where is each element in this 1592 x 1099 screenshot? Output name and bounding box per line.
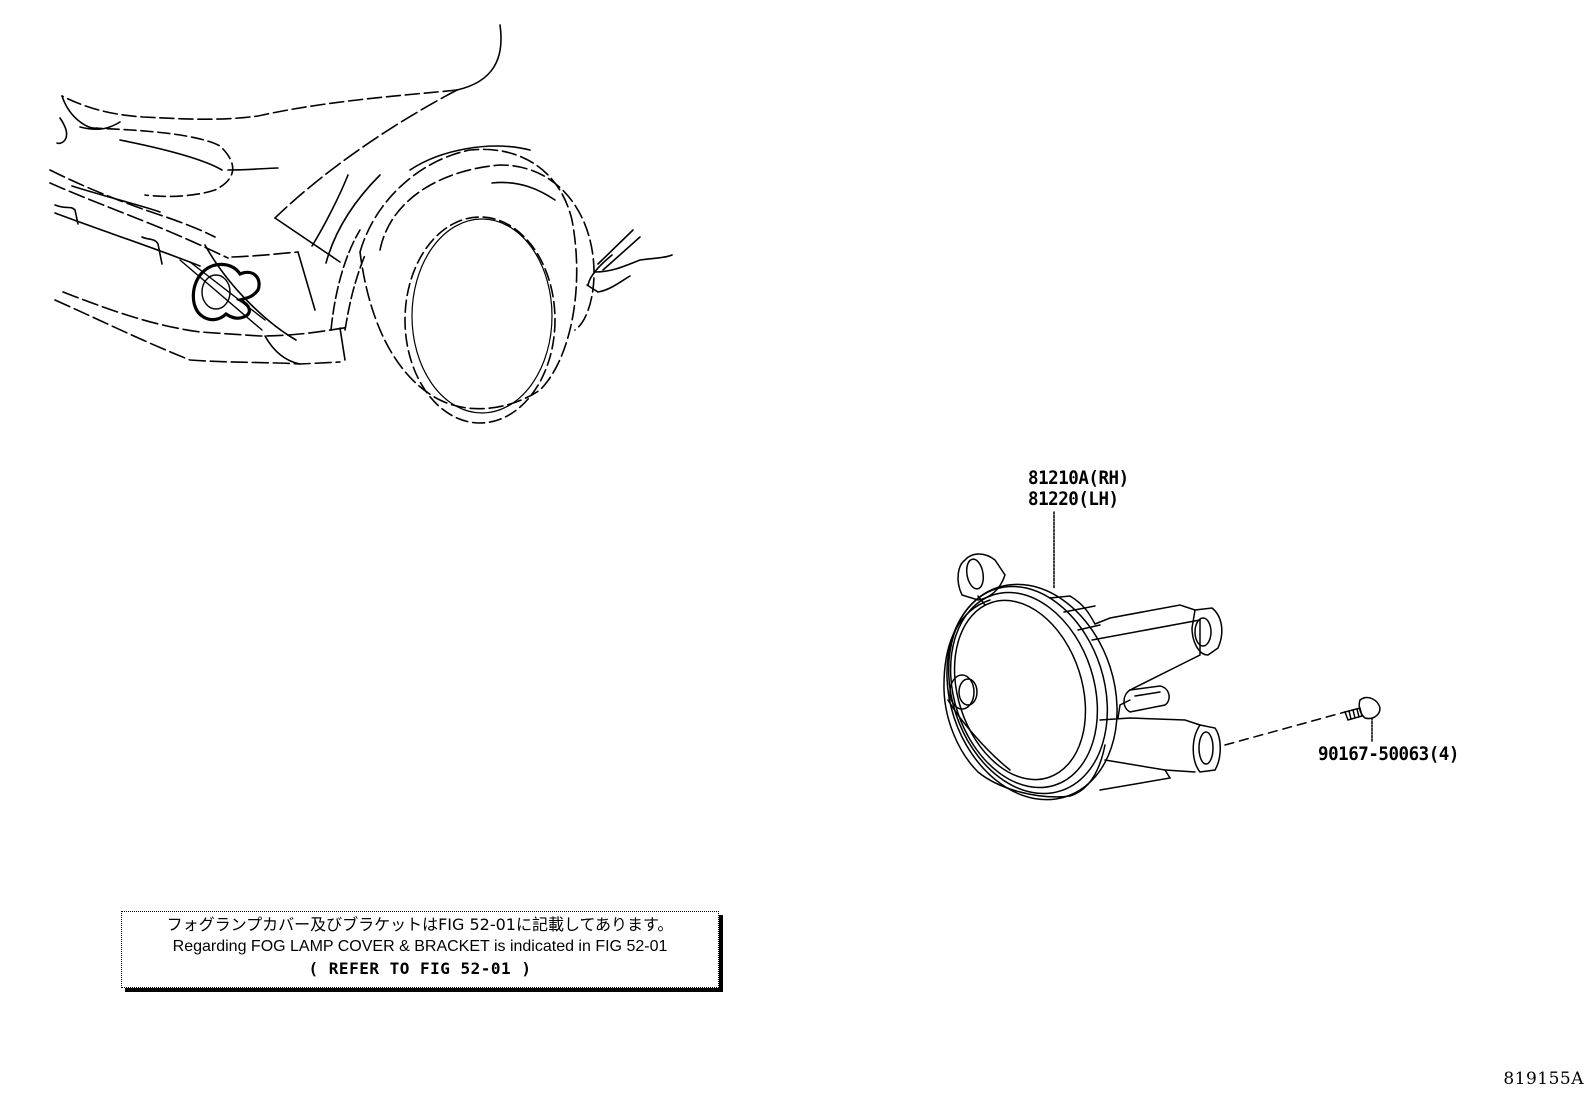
part-number-lh[interactable]: 81220(LH) bbox=[1028, 488, 1119, 510]
fog-lamp-assembly bbox=[943, 511, 1223, 801]
wheel bbox=[359, 145, 595, 424]
part-number-callout-fog-lamp: 81210A(RH) 81220(LH) bbox=[1028, 468, 1129, 510]
note-english-text: Regarding FOG LAMP COVER & BRACKET is in… bbox=[172, 938, 668, 955]
part-number-callout-bolt: 90167-50063(4) bbox=[1318, 744, 1459, 765]
fog-lamp-location-highlight bbox=[179, 259, 266, 331]
note-reference-link[interactable]: ( REFER TO FIG 52-01 ) bbox=[308, 959, 532, 978]
note-japanese-text: フォグランプカバー及びブラケットはFIG 52-01に記載してあります。 bbox=[166, 915, 674, 934]
fender-flare-edge bbox=[586, 229, 673, 293]
bolt-90167-50063 bbox=[1224, 696, 1381, 746]
part-number-rh[interactable]: 81210A(RH) bbox=[1028, 467, 1129, 489]
vehicle-body-outline bbox=[49, 24, 502, 365]
part-number-bolt[interactable]: 90167-50063(4) bbox=[1318, 743, 1459, 765]
reference-note-box: フォグランプカバー及びブラケットはFIG 52-01に記載してあります。 Reg… bbox=[121, 911, 719, 988]
figure-id: 819155A bbox=[1503, 1069, 1584, 1089]
